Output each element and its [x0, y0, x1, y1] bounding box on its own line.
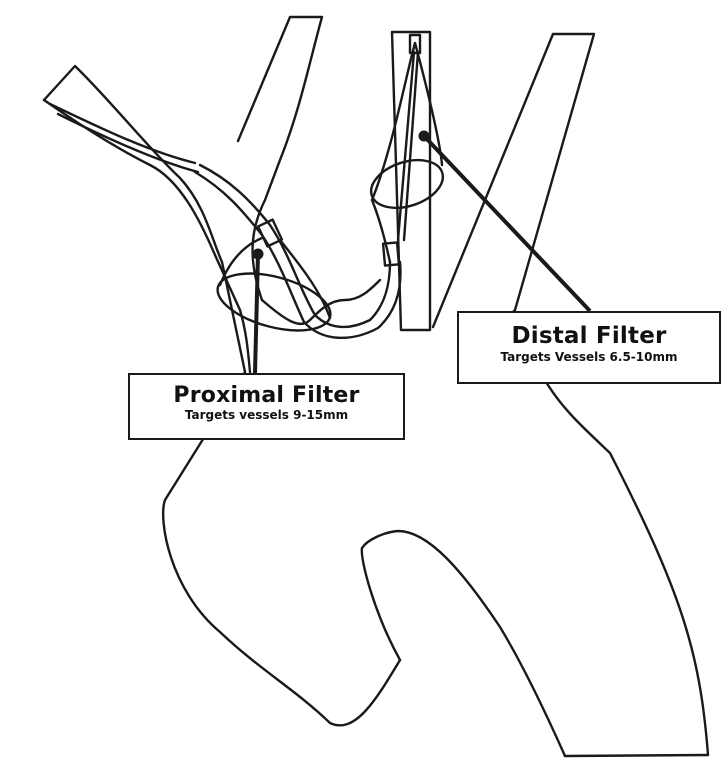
carotid-artery-outline	[238, 17, 322, 300]
distal-filter-label: Distal Filter Targets Vessels 6.5-10mm	[457, 311, 721, 384]
proximal-filter-struts	[220, 238, 330, 318]
innominate-artery-outline	[44, 66, 245, 372]
distal-filter-subtitle: Targets Vessels 6.5-10mm	[459, 351, 719, 364]
vessel-junction-outline	[262, 280, 380, 324]
proximal-filter-subtitle: Targets vessels 9-15mm	[130, 409, 403, 422]
catheter-sheath-inner	[195, 172, 400, 338]
innominate-inner-wall	[44, 100, 250, 372]
catheter-tube-upper	[50, 104, 195, 163]
distal-guidewire	[398, 52, 418, 240]
aortic-arch-bottom-edge	[565, 755, 708, 756]
aortic-arch-inner-curve	[330, 660, 400, 725]
proximal-filter-title: Proximal Filter	[130, 384, 403, 407]
distal-leader-line	[424, 136, 590, 311]
right-branch-outline	[433, 34, 594, 327]
distal-filter-struts	[372, 43, 442, 262]
proximal-filter-label: Proximal Filter Targets vessels 9-15mm	[128, 373, 405, 440]
distal-filter-title: Distal Filter	[459, 324, 719, 348]
